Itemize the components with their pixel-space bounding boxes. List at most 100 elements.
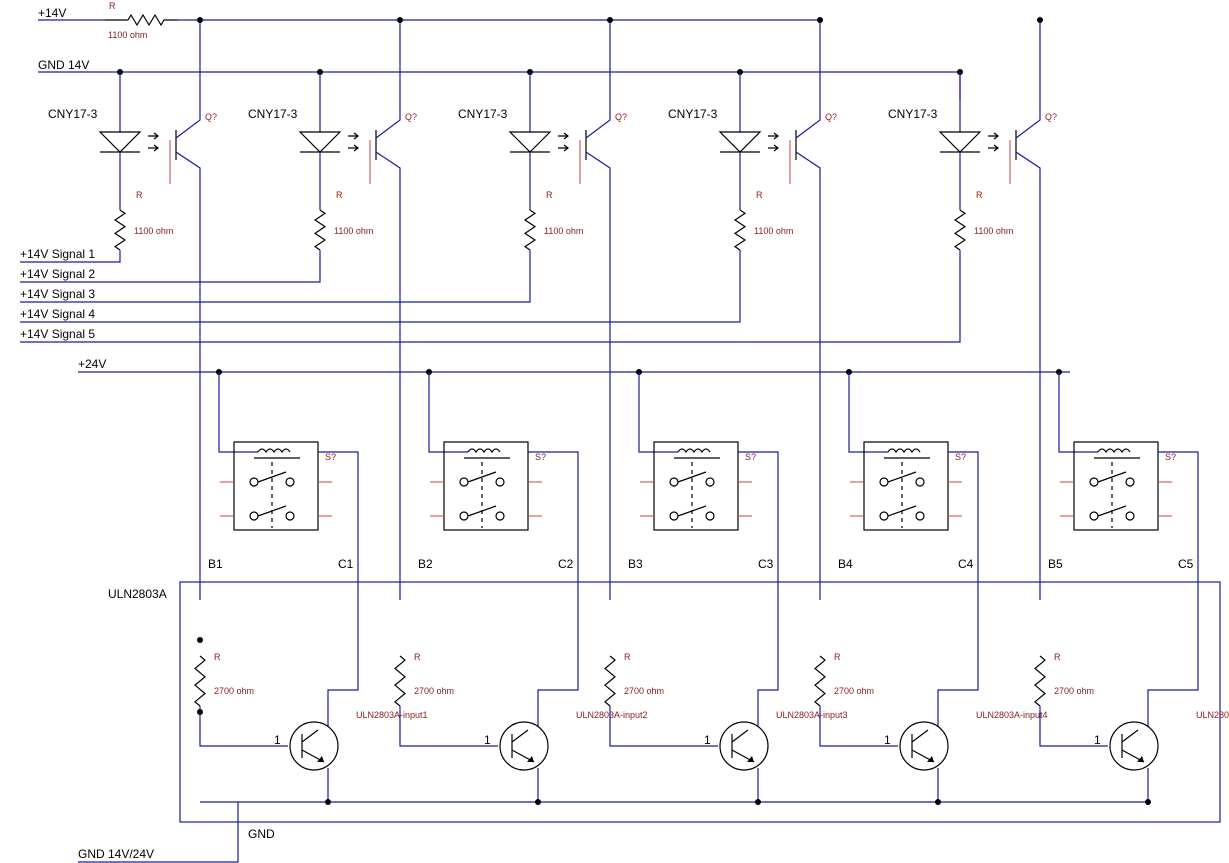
relay-box [863,441,949,531]
optocoupler-part-label: CNY17-3 [668,107,718,121]
optocoupler-part-label: CNY17-3 [248,107,298,121]
signal-label: +14V Signal 3 [20,287,95,301]
relay-switch-icon [887,471,917,483]
driver-collector-label: C1 [338,557,354,571]
driver-base-label: B2 [418,557,433,571]
light-arrow-icon [148,132,159,152]
resistor-icon [394,655,406,707]
supply-resistor-value: 1100 ohm [108,30,147,40]
relay-box [443,441,529,531]
relay-box [233,441,319,531]
relay-switch-icon [257,471,287,483]
driver-input-label: ULN2803A-input2 [576,710,648,720]
resistor-icon [733,209,747,251]
relay-contact-icon [669,511,679,521]
relay-contact-icon [249,477,259,487]
relay-switch-icon [677,471,707,483]
relay-contact-icon [1089,511,1099,521]
phototransistor-ref: Q? [405,112,417,122]
driver-name-label: ULN2803A [108,587,167,601]
resistor-icon [1034,655,1046,707]
driver-base-label: B5 [1048,557,1063,571]
relay-ref: S? [535,452,546,462]
junction-dot [935,799,941,805]
relay-coil-icon [464,448,510,459]
relay-return-wire [528,451,579,726]
driver-resistor-value: 2700 ohm [214,686,254,696]
transistor-lead-icon [1121,729,1145,763]
relay-contact-icon [459,477,469,487]
collector-wire [375,20,401,600]
relay-ref: S? [325,452,336,462]
darlington-transistor-icon [289,721,339,771]
relay-contact-icon [459,511,469,521]
relay-box [1073,441,1159,531]
driver-resistor-ref: R [214,652,221,662]
relay-contact-icon [879,511,889,521]
opto-resistor-ref: R [756,190,763,200]
junction-dot [325,799,331,805]
emitter-arrow-icon [527,756,534,762]
darlington-transistor-icon [1109,721,1159,771]
relay-return-wire [1147,451,1199,726]
driver-collector-label: C3 [758,557,774,571]
relay-supply-wire [1058,372,1098,453]
opto-resistor-value: 1100 ohm [974,226,1013,236]
junction-dot [1145,799,1151,805]
signal-label: +14V Signal 2 [20,267,95,281]
resistor-icon [604,655,616,707]
opto-resistor-ref: R [136,190,143,200]
driver-resistor-ref: R [624,652,631,662]
power-rails [38,13,1221,863]
led-diode-icon [298,131,342,153]
driver-input-label: ULN2803A-input1 [356,710,428,720]
transistor-lead-icon [301,729,325,763]
collector-wire [795,20,821,600]
signal-label: +14V Signal 4 [20,307,95,321]
led-diode-icon [718,131,762,153]
collector-wire [1015,20,1041,600]
relay-coil-icon [884,448,930,459]
relay-contact-icon [495,511,505,521]
gnd-label: GND [248,827,275,841]
led-diode-icon [938,131,982,153]
signal-wire [20,250,741,323]
phototransistor-ref: Q? [825,112,837,122]
rail-gnd14-label: GND 14V [38,58,89,72]
resistor-icon [194,655,206,707]
driver-collector-label: C4 [958,557,974,571]
junction-dot [755,799,761,805]
phototransistor-ref: Q? [615,112,627,122]
driver-input-label: ULN2803A-input3 [776,710,848,720]
driver-base-label: B1 [208,557,223,571]
opto-resistor-ref: R [976,190,983,200]
opto-resistor-value: 1100 ohm [544,226,583,236]
junction-dot [1037,17,1043,23]
collector-wire [585,20,611,600]
driver-pin-label: 1 [274,733,281,747]
relay-contact-icon [1125,511,1135,521]
resistor-icon [953,209,967,251]
driver-resistor-value: 2700 ohm [414,686,454,696]
driver-resistor-value: 2700 ohm [834,686,874,696]
emitter-arrow-icon [927,756,934,762]
driver-collector-label: C2 [558,557,574,571]
phototransistor-ref: Q? [1045,112,1057,122]
relay-ref: S? [1165,452,1176,462]
driver-pin-label: 1 [484,733,491,747]
resistor-icon [113,209,127,251]
signal-label: +14V Signal 5 [20,327,95,341]
signal-wire [20,250,961,343]
relay-contact-icon [249,511,259,521]
opto-resistor-value: 1100 ohm [134,226,173,236]
resistor-icon [313,209,327,251]
supply-resistor-ref: R [109,1,116,11]
relay-supply-wire [638,372,678,453]
signal-wire [20,250,121,263]
driver-resistor-ref: R [1054,652,1061,662]
base-wire [609,706,718,747]
